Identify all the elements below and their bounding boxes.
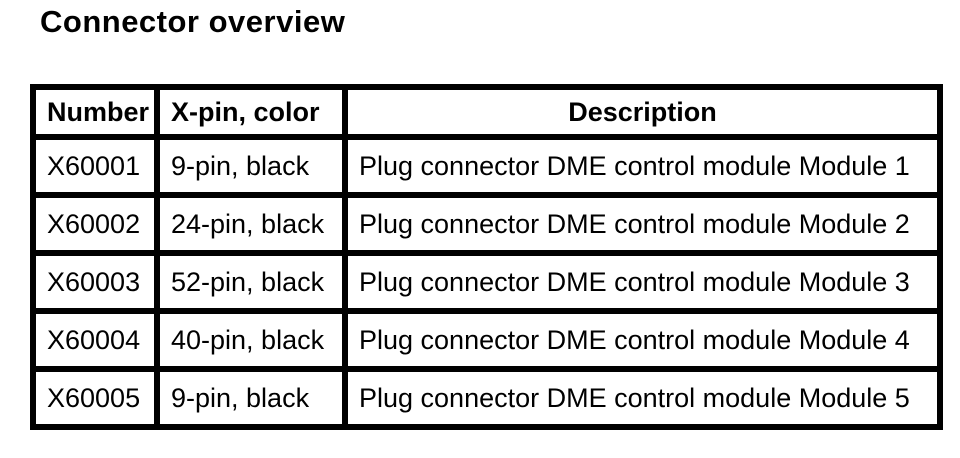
table-row: X60002 24-pin, black Plug connector DME … (30, 192, 943, 256)
cell-number: X60001 (30, 134, 160, 198)
table-row: X60005 9-pin, black Plug connector DME c… (30, 366, 943, 430)
cell-description: Plug connector DME control module Module… (342, 366, 943, 430)
table-row: X60003 52-pin, black Plug connector DME … (30, 250, 943, 314)
cell-description: Plug connector DME control module Module… (342, 250, 943, 314)
table-header-row: Number X-pin, color Description (30, 84, 943, 140)
cell-pin-color: 40-pin, black (154, 308, 348, 372)
cell-pin-color: 9-pin, black (154, 366, 348, 430)
header-number: Number (30, 84, 160, 140)
cell-number: X60004 (30, 308, 160, 372)
cell-description: Plug connector DME control module Module… (342, 134, 943, 198)
page-title: Connector overview (40, 4, 346, 39)
cell-pin-color: 24-pin, black (154, 192, 348, 256)
cell-pin-color: 9-pin, black (154, 134, 348, 198)
header-description: Description (342, 84, 943, 140)
cell-number: X60003 (30, 250, 160, 314)
cell-description: Plug connector DME control module Module… (342, 308, 943, 372)
cell-number: X60002 (30, 192, 160, 256)
header-pin-color: X-pin, color (154, 84, 348, 140)
connector-overview-table: Number X-pin, color Description X60001 9… (30, 84, 943, 430)
cell-number: X60005 (30, 366, 160, 430)
table-row: X60004 40-pin, black Plug connector DME … (30, 308, 943, 372)
table-row: X60001 9-pin, black Plug connector DME c… (30, 134, 943, 198)
cell-pin-color: 52-pin, black (154, 250, 348, 314)
cell-description: Plug connector DME control module Module… (342, 192, 943, 256)
